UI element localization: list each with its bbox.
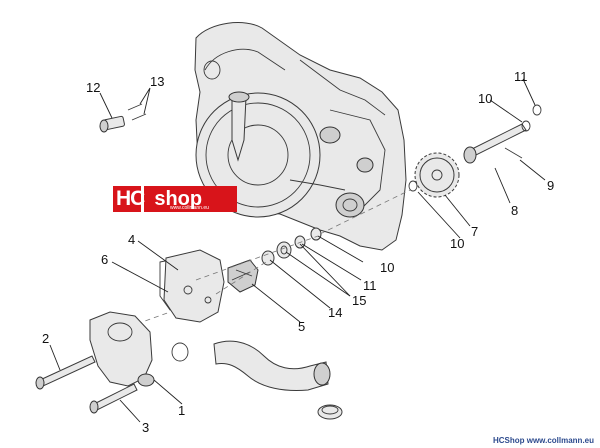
bolt-3 bbox=[89, 383, 138, 414]
pin-9 bbox=[504, 147, 523, 159]
callout-6: 6 bbox=[101, 252, 108, 267]
coolant-hose bbox=[213, 340, 331, 391]
impeller-5 bbox=[227, 259, 259, 293]
callout-5: 5 bbox=[298, 319, 305, 334]
assembly-lines bbox=[119, 189, 411, 331]
callout-10-lower: 10 bbox=[380, 260, 394, 275]
callout-13: 13 bbox=[150, 74, 164, 89]
callout-11-top: 11 bbox=[514, 69, 528, 84]
hose-clamp bbox=[317, 404, 343, 420]
callout-2: 2 bbox=[42, 331, 49, 346]
callout-numbers: 1 2 3 4 5 6 7 8 9 10 10 10 11 11 12 13 1… bbox=[42, 69, 554, 435]
callout-10-top: 10 bbox=[478, 91, 492, 106]
washer-10-right bbox=[521, 120, 531, 132]
engine-cover bbox=[194, 22, 407, 251]
bolt-2 bbox=[35, 355, 96, 390]
washer-10-left bbox=[408, 180, 418, 192]
callout-10-mid: 10 bbox=[450, 236, 464, 251]
circlip-11-right bbox=[532, 104, 542, 116]
logo-tagline: www.collmann.eu bbox=[170, 205, 209, 211]
callout-1: 1 bbox=[178, 403, 185, 418]
pump-cover-4 bbox=[163, 249, 225, 323]
callout-11-lower: 11 bbox=[363, 278, 377, 293]
callout-15: 15 bbox=[352, 293, 366, 308]
footer-credit: HCShop www.collmann.eu bbox=[492, 436, 594, 445]
pump-housing-1 bbox=[89, 311, 189, 387]
leader-lines bbox=[49, 78, 546, 423]
callout-8: 8 bbox=[511, 203, 518, 218]
callout-4: 4 bbox=[128, 232, 135, 247]
logo-secondary: shop bbox=[150, 186, 207, 212]
callout-12: 12 bbox=[86, 80, 100, 95]
logo-separator bbox=[141, 186, 144, 212]
callout-14: 14 bbox=[328, 305, 342, 320]
logo-primary: HC bbox=[116, 187, 145, 210]
hcshop-logo: HC shop bbox=[113, 186, 237, 212]
callout-9: 9 bbox=[547, 178, 554, 193]
seal-stack bbox=[261, 227, 322, 266]
pins-13 bbox=[127, 103, 147, 121]
callout-7: 7 bbox=[471, 224, 478, 239]
bolt-12 bbox=[99, 115, 125, 133]
callout-3: 3 bbox=[142, 420, 149, 435]
sprocket-7 bbox=[414, 152, 460, 198]
pump-shaft-8 bbox=[463, 123, 527, 164]
